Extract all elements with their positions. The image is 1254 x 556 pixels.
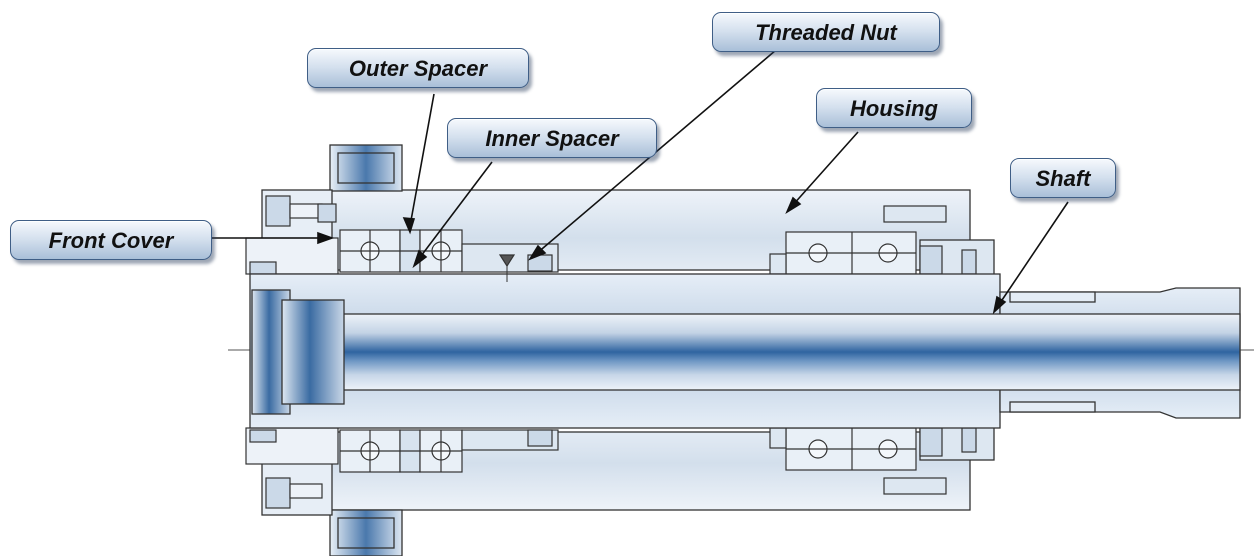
callout-threaded-nut: Threaded Nut (712, 12, 940, 52)
rear-bearings-bottom (769, 427, 977, 495)
rear-bearings-top (769, 205, 977, 275)
front-bearings-bottom (339, 429, 559, 473)
callout-shaft: Shaft (1010, 158, 1116, 198)
callout-inner-spacer: Inner Spacer (447, 118, 657, 158)
callout-housing: Housing (816, 88, 972, 128)
callout-outer-spacer: Outer Spacer (307, 48, 529, 88)
front-cover-part (245, 195, 339, 509)
shaft-part (249, 273, 1241, 429)
callout-front-cover: Front Cover (10, 220, 212, 260)
